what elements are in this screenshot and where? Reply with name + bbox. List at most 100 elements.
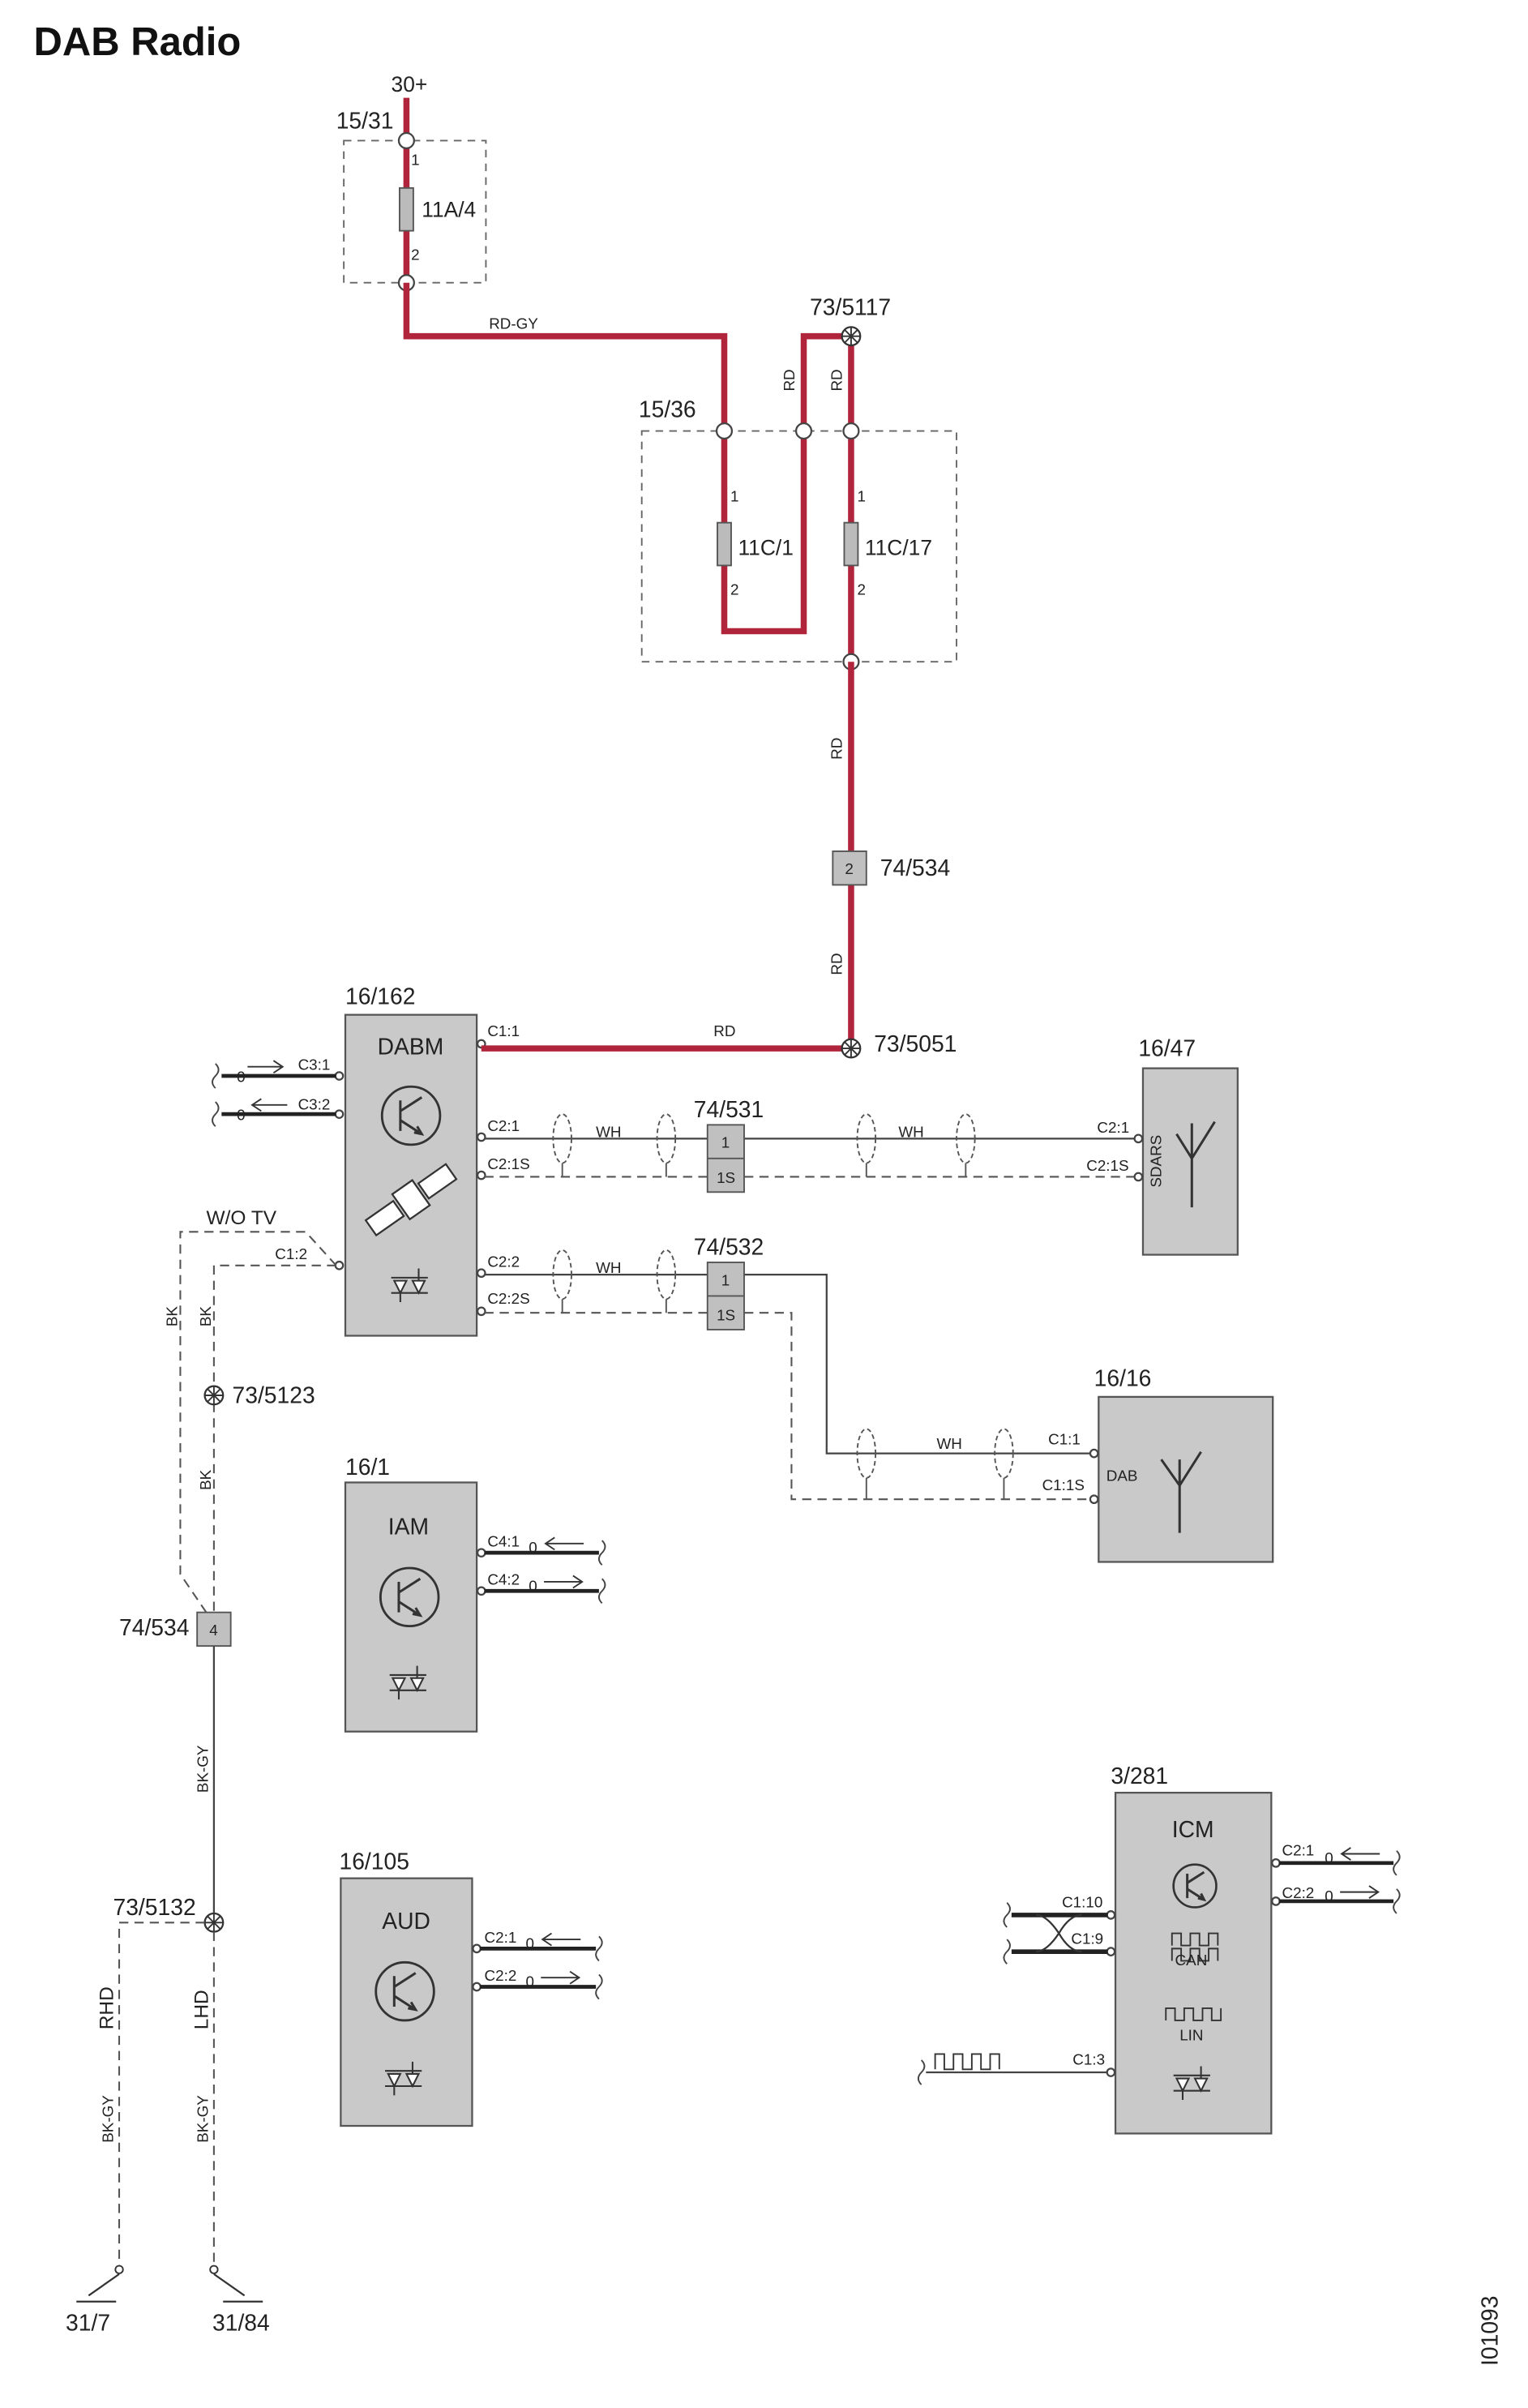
wire-rd-gy [403,282,728,431]
splice-label: 73/5123 [233,1382,315,1408]
ground-symbol [76,2264,124,2303]
connector-ref: 74/534 [119,1614,189,1640]
module-name: SDARS [1148,1135,1165,1188]
signal-zero: 0 [529,1539,537,1556]
lin-bus-icon [1165,2007,1222,2021]
signal-out-arrow [544,1575,584,1589]
module-name: DAB [1106,1468,1138,1485]
pin-label: C4:1 [487,1533,520,1550]
transistor-icon [375,1960,435,2022]
bus-label: CAN [1175,1952,1208,1969]
transistor-icon [1172,1863,1218,1909]
pin-label: C2:2 [1282,1884,1315,1901]
pin-label: C2:1 [1097,1119,1129,1136]
diode-pair-icon [1173,2066,1210,2100]
connector-pin: 1 [721,1134,730,1151]
fuse-box-ref: 15/36 [639,396,696,422]
diode-pair-icon [389,1665,426,1700]
signal-out-arrow [247,1060,285,1074]
splice-label: 73/5051 [874,1030,957,1056]
signal-in-arrow [1340,1847,1380,1861]
signal-out-arrow [1340,1885,1380,1899]
signal-zero: 0 [237,1069,245,1086]
drive-variant-label: RHD [96,1986,118,2029]
signal-zero: 0 [529,1577,537,1594]
pin-label: C1:3 [1072,2051,1105,2068]
pin-label: 1 [730,487,738,504]
wire-color-label: WH [596,1123,621,1140]
icm-module [1114,1791,1273,2135]
antenna-icon [1160,1450,1202,1533]
splice-5132 [203,1912,225,1933]
signal-in-arrow [250,1098,288,1112]
pin-label: C2:1 [485,1929,517,1946]
pin-label: C2:2 [487,1253,520,1270]
module-ref: 16/16 [1094,1365,1152,1391]
pin-label: C2:1S [487,1155,529,1172]
connector-ref: 74/532 [694,1234,764,1260]
wire-color-label: BK-GY [194,1745,211,1793]
supply-label: 30+ [392,72,428,96]
fuse-box-ref: 15/31 [336,107,394,133]
wire-color-label: WH [937,1435,962,1452]
wire-color-label: BK-GY [194,2095,211,2143]
diode-pair-icon [385,2061,422,2096]
fuse-symbol [717,521,732,567]
fuse-label: 11A/4 [422,198,476,222]
pin-label: C2:1 [1282,1841,1315,1858]
pin-label: C1:1S [1042,1476,1085,1493]
fuse-label: 11C/1 [738,535,793,559]
wire-color-label: BK-GY [99,2095,116,2143]
module-ref: 3/281 [1111,1763,1168,1789]
splice-label: 73/5117 [810,294,891,319]
wire-color-label: WH [898,1123,923,1140]
pin-label: 2 [857,581,865,598]
sdars-antenna-module [1141,1067,1239,1256]
splice-5117 [841,326,862,347]
connector-pin: 4 [209,1622,217,1639]
wire-color-label: RD [828,369,845,391]
ground-ref: 31/7 [66,2310,110,2336]
wire-color-label: RD [781,369,798,391]
pin-label: C3:1 [298,1056,331,1073]
signal-in-arrow [541,1932,581,1947]
pin-label: C1:2 [275,1245,307,1262]
connector-pin: 1S [717,1169,735,1186]
wire-color-label: BK [197,1469,214,1490]
module-name: DABM [378,1034,444,1060]
pin-label: C2:1 [487,1117,520,1134]
can-bus-icon [1171,1932,1219,1962]
dab-antenna-module [1098,1395,1274,1563]
connector-74-534 [832,851,867,886]
pin-label: 1 [411,152,419,169]
antenna-icon [1175,1120,1216,1208]
image-code: I01093 [1476,2296,1502,2366]
module-name: AUD [382,1908,430,1934]
connector-ref: 74/531 [694,1096,764,1122]
page-title: DAB Radio [33,20,241,64]
wire-color-label: BK [164,1306,181,1327]
pin-label: C2:2 [485,1967,517,1984]
pin-label: 2 [730,581,738,598]
fuse-symbol [843,521,859,567]
wire-color-label: RD [828,953,845,975]
module-ref: 16/1 [345,1454,390,1480]
module-ref: 16/47 [1138,1035,1196,1061]
connector-pin: 1S [717,1307,735,1324]
module-name: ICM [1172,1816,1214,1842]
fuse-label: 11C/17 [865,535,932,559]
fuse-terminal [715,422,734,440]
transistor-icon [380,1085,442,1146]
wire-rd [721,332,851,635]
variant-note: W/O TV [206,1207,276,1229]
aud-module [340,1877,473,2127]
connector-ref: 74/534 [880,855,950,881]
shield-marker [552,1113,976,1177]
shield-marker [552,1249,1014,1500]
twisted-pair-icon [1035,1913,1082,1953]
pin-label: C1:10 [1062,1893,1102,1910]
pin-label: C1:1 [1048,1430,1081,1447]
signal-zero: 0 [525,1935,533,1952]
wire-color-label: RD [713,1022,735,1039]
